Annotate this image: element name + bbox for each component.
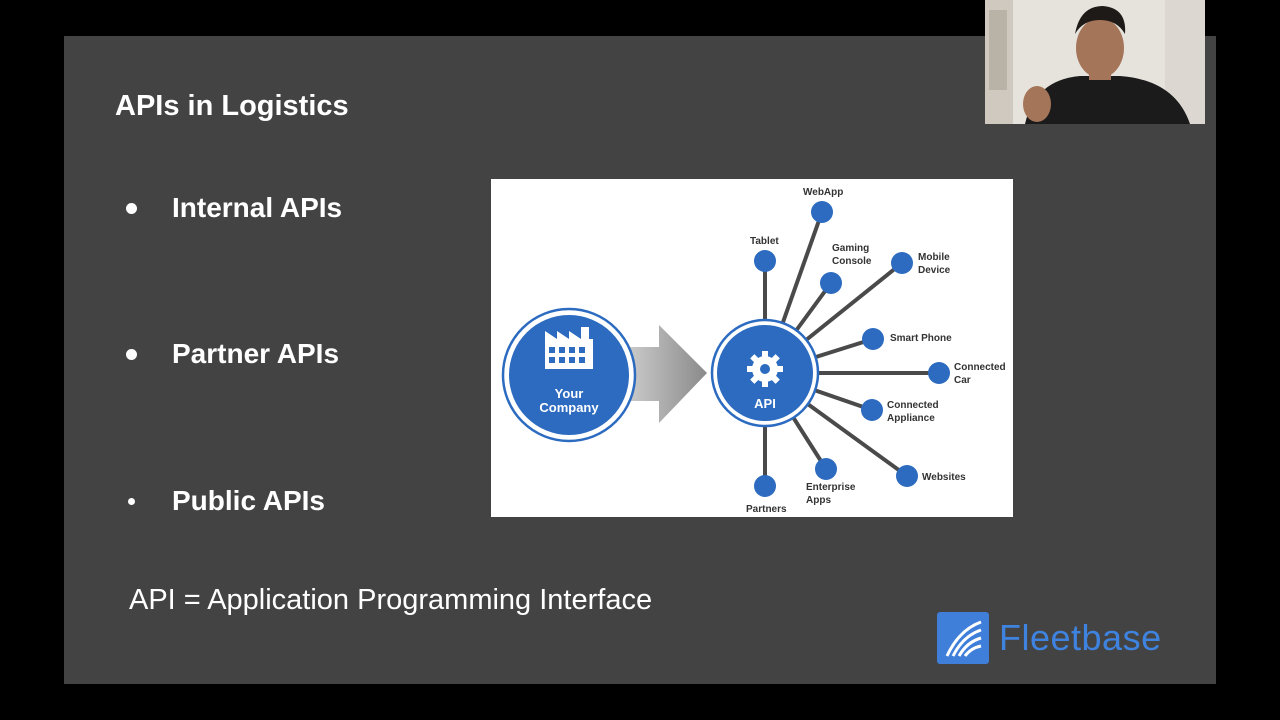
fleetbase-logo: Fleetbase xyxy=(937,612,1162,664)
api-definition: API = Application Programming Interface xyxy=(129,584,653,616)
bullet-public-apis: Public APIs xyxy=(126,485,325,517)
presentation-slide: APIs in Logistics Internal APIs Partner … xyxy=(64,36,1216,684)
bullet-partner-apis: Partner APIs xyxy=(126,338,339,370)
label-partners: Partners xyxy=(746,504,787,515)
bullet-label: Internal APIs xyxy=(172,192,343,223)
fleetbase-logo-text: Fleetbase xyxy=(999,617,1162,658)
label-car-1: Connected xyxy=(954,362,1006,373)
label-websites: Websites xyxy=(922,472,966,483)
presenter-video xyxy=(985,0,1205,124)
label-webapp: WebApp xyxy=(803,187,843,198)
label-enterprise-1: Enterprise xyxy=(806,482,856,493)
presenter-webcam xyxy=(985,0,1205,124)
label-appliance-2: Appliance xyxy=(887,413,935,424)
label-mobile-1: Mobile xyxy=(918,252,950,263)
label-enterprise-2: Apps xyxy=(806,495,831,506)
label-smartphone: Smart Phone xyxy=(890,333,952,344)
bullet-dot xyxy=(126,348,137,360)
bullet-dot xyxy=(126,202,137,214)
slide-title: APIs in Logistics xyxy=(115,90,349,122)
label-gaming-2: Console xyxy=(832,256,872,267)
bullet-internal-apis: Internal APIs xyxy=(126,192,342,224)
api-hub-label: API xyxy=(754,396,776,411)
arrow-shape xyxy=(621,325,707,423)
label-tablet: Tablet xyxy=(750,236,779,247)
label-gaming-1: Gaming xyxy=(832,243,869,254)
company-label-line1: Your xyxy=(555,386,584,401)
endpoint-nodes xyxy=(754,201,950,497)
api-diagram-svg: Your Company xyxy=(501,187,1006,515)
bullet-label: Partner APIs xyxy=(172,338,340,369)
bullet-label: Public APIs xyxy=(172,485,326,516)
label-car-2: Car xyxy=(954,375,971,386)
api-diagram: Your Company xyxy=(491,179,1013,517)
label-mobile-2: Device xyxy=(918,265,951,276)
company-label-line2: Company xyxy=(539,400,599,415)
company-circle xyxy=(509,315,629,435)
bullet-dot xyxy=(128,497,135,505)
label-appliance-1: Connected xyxy=(887,400,939,411)
fleetbase-logo-icon xyxy=(937,612,989,664)
factory-icon xyxy=(545,327,593,369)
